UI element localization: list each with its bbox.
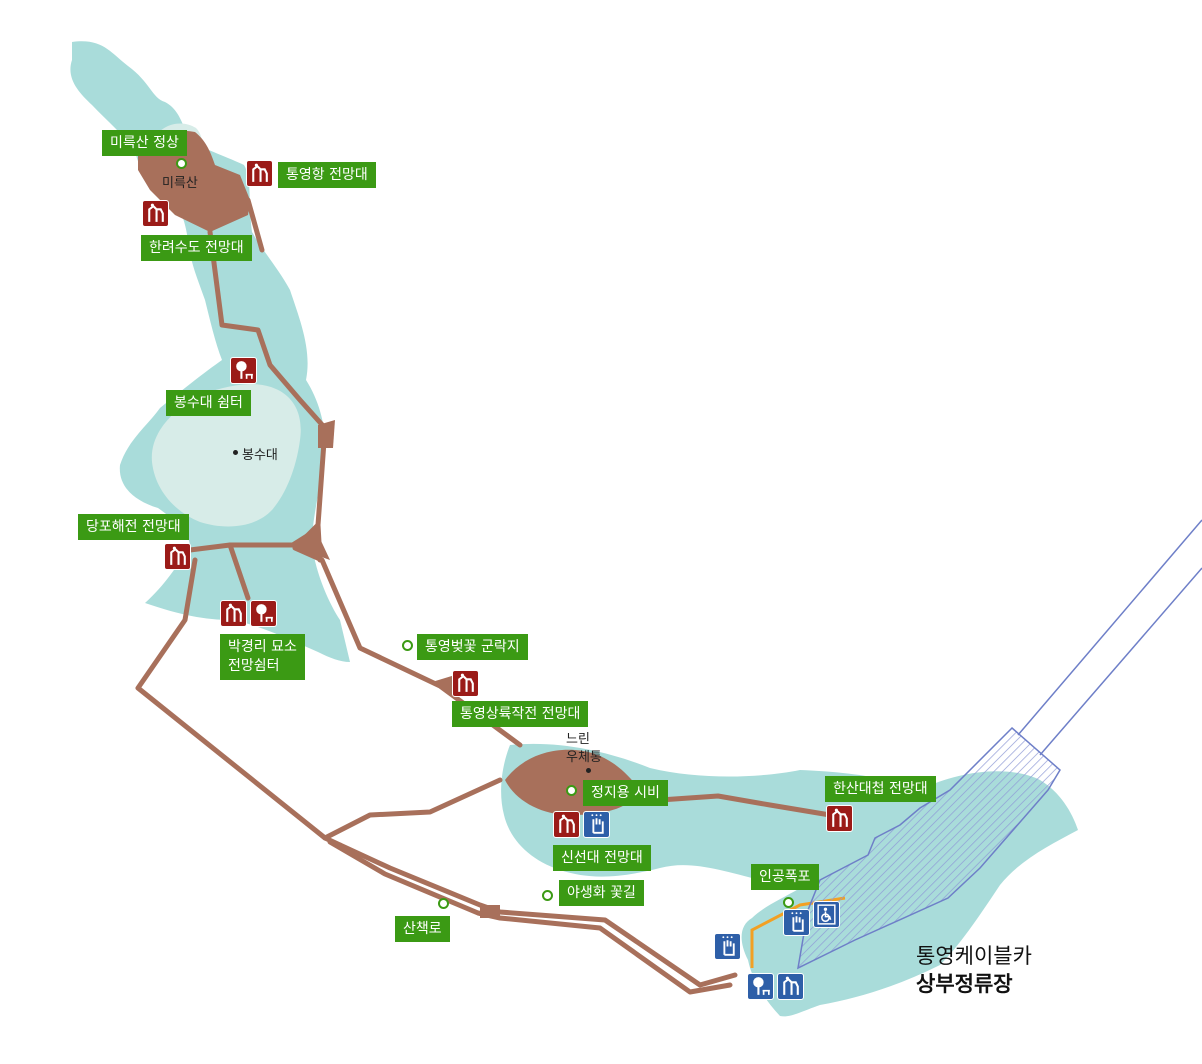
touch-hand-icon[interactable] <box>783 909 810 936</box>
label-mireuksan-peak[interactable]: 미륵산 정상 <box>102 130 187 156</box>
viewpoint-icon[interactable] <box>553 811 580 838</box>
label-wildflower-path[interactable]: 야생화 꽃길 <box>559 880 644 906</box>
label-hansan-view[interactable]: 한산대첩 전망대 <box>825 776 936 802</box>
label-park-tomb-view[interactable]: 박경리 묘소 전망쉼터 <box>220 634 305 680</box>
label-jeongji-monument[interactable]: 정지용 시비 <box>583 780 668 806</box>
label-park-tomb-line2: 전망쉼터 <box>228 658 280 674</box>
place-mireuksan: 미륵산 <box>162 176 198 191</box>
tree-bench-shelter-icon[interactable] <box>747 973 774 1000</box>
location-dot-wildflower <box>542 890 553 901</box>
label-tongyeong-port-view[interactable]: 통영항 전망대 <box>278 162 376 188</box>
label-cherry-colony[interactable]: 통영벚꽃 군락지 <box>417 634 528 660</box>
touch-hand-icon[interactable] <box>583 811 610 838</box>
label-hallyeo-view[interactable]: 한려수도 전망대 <box>141 235 252 261</box>
label-park-tomb-line1: 박경리 묘소 <box>228 639 297 655</box>
tree-bench-shelter-icon[interactable] <box>250 600 277 627</box>
viewpoint-icon[interactable] <box>220 600 247 627</box>
label-artificial-falls[interactable]: 인공폭포 <box>751 864 819 890</box>
location-dot-walkway <box>438 898 449 909</box>
viewpoint-icon[interactable] <box>452 670 479 697</box>
location-dot-monument <box>566 785 577 796</box>
location-dot-peak <box>176 158 187 169</box>
place-slow-postbox-line2: 우체통 <box>566 750 602 765</box>
viewpoint-icon[interactable] <box>777 973 804 1000</box>
label-dangpo-view[interactable]: 당포해전 전망대 <box>78 514 189 540</box>
station-title-line2: 상부정류장 <box>916 972 1013 996</box>
wheelchair-icon[interactable] <box>813 901 840 928</box>
location-dot-falls <box>783 897 794 908</box>
label-landing-view[interactable]: 통영상륙작전 전망대 <box>452 701 589 727</box>
station-title: 통영케이블카 상부정류장 <box>916 942 1032 998</box>
cable-car-line <box>1017 519 1202 756</box>
place-bongsudae: 봉수대 <box>242 448 278 463</box>
touch-hand-icon[interactable] <box>714 933 741 960</box>
label-sinseondae-view[interactable]: 신선대 전망대 <box>553 845 651 871</box>
station-title-line1: 통영케이블카 <box>916 944 1032 968</box>
place-dot-slow-postbox <box>586 768 591 773</box>
viewpoint-icon[interactable] <box>246 160 273 187</box>
place-dot-bongsudae <box>233 450 238 455</box>
place-slow-postbox-line1: 느린 <box>566 732 590 747</box>
tree-bench-shelter-icon[interactable] <box>230 357 257 384</box>
viewpoint-icon[interactable] <box>142 200 169 227</box>
viewpoint-icon[interactable] <box>164 543 191 570</box>
label-bongsudae-shelter[interactable]: 봉수대 쉼터 <box>166 390 251 416</box>
label-walkway[interactable]: 산책로 <box>395 916 450 942</box>
location-dot-cherry <box>402 640 413 651</box>
viewpoint-icon[interactable] <box>826 805 853 832</box>
